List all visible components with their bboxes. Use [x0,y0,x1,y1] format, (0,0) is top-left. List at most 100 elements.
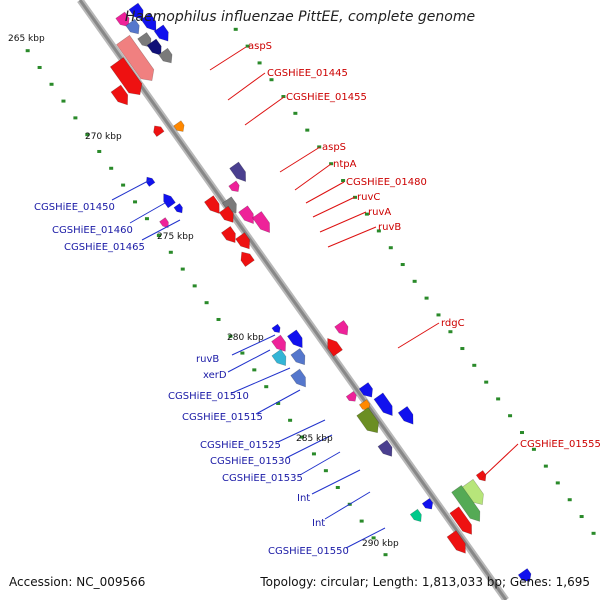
gene-arrow [271,348,287,367]
gene-arrow [125,18,140,35]
gc-dot [543,464,548,468]
gc-dot [412,279,417,283]
gene-label: CGSHiEE_01530 [210,456,291,467]
gene-arrow [475,470,487,482]
gene-arrow [373,392,393,417]
gene-arrow [158,47,173,64]
leader-line [129,202,166,224]
gene-label: ruvB [196,354,219,365]
gc-dot [400,263,405,267]
gene-label: ntpA [333,159,357,170]
gene-arrow [240,251,255,268]
gene-label: aspS [322,142,346,153]
gc-dot [359,519,364,523]
gc-dot [252,368,257,372]
leader-line [277,419,326,443]
map-title: Haemophilus influenzae PittEE, complete … [124,9,476,25]
gc-dot [240,351,245,355]
gene-label: ruvB [378,222,401,233]
gene-arrow [115,11,130,27]
gc-dot [388,246,393,250]
gene-label: ruvA [368,207,391,218]
gene-arrow [153,125,165,138]
gene-arrow [116,34,155,82]
gc-dot [73,116,78,120]
tick-label: 290 kbp [362,539,399,549]
gene-arrow [110,84,129,106]
gene-arrow [290,368,306,388]
gene-arrow [146,38,162,56]
gene-arrow [235,232,250,250]
gene-arrow [327,337,343,357]
leader-line [227,349,271,373]
gc-dot [288,418,293,422]
gene-arrow [334,319,349,336]
gene-arrow [218,205,234,223]
gene-arrow [345,390,357,402]
gc-dot [591,531,596,535]
accession-text: Accession: NC_009566 [9,575,146,589]
gene-arrow [163,193,176,209]
tick-label: 265 kbp [8,34,45,44]
gene-arrow [137,32,152,48]
gc-dot [168,250,173,254]
gene-arrow [451,484,481,522]
gc-dot [323,469,328,473]
gene-arrow [228,180,240,193]
gene-arrow [173,120,185,132]
leader-line [244,96,285,126]
gene-arrow [109,57,143,96]
tick-label: 270 kbp [85,132,122,142]
gc-dot [448,330,453,334]
gene-arrow [461,478,484,505]
gc-dot [264,385,269,389]
gene-arrow [409,508,422,522]
gc-dot [567,498,572,502]
gc-dot [121,183,126,187]
gc-dot [192,284,197,288]
gc-dot [376,229,381,233]
gene-arrow [449,506,472,535]
gene-arrow [290,348,306,366]
leader-line [231,367,291,394]
tick-label: 285 kbp [296,434,333,444]
gc-dot [472,363,477,367]
leader-line [319,211,367,233]
leader-line [324,491,371,520]
leader-line [231,334,276,356]
gc-dot [371,536,376,540]
gc-dot [245,44,250,48]
gc-dot [49,82,54,86]
gene-arrow [238,205,254,225]
gc-dot [460,347,465,351]
gene-arrow [252,211,270,234]
leader-line [285,434,333,459]
gene-arrow [128,2,144,20]
gc-dot [133,200,138,204]
leader-line [294,163,332,191]
gc-dot [531,447,536,451]
gene-label: CGSHiEE_01480 [346,177,427,188]
gene-arrow [421,497,434,510]
gene-label: CGSHiEE_01515 [182,412,263,423]
label-leader-lines [111,46,519,549]
gc-dot [281,95,286,99]
gene-label: CGSHiEE_01535 [222,473,303,484]
gc-dot [305,128,310,132]
gc-dot [311,452,316,456]
gene-arrow [146,176,156,187]
tick-label: 280 kbp [227,333,264,343]
gc-dot [276,401,281,405]
gene-label: rdgC [441,318,465,329]
gene-features [109,2,532,582]
gc-dot [37,65,42,69]
leader-line [111,179,151,201]
gc-dot [85,133,90,137]
leader-line [481,443,519,479]
gene-arrow [153,24,169,42]
gene-arrow [446,530,466,554]
gene-label: CGSHiEE_01445 [267,68,348,79]
genome-backbone-core [78,0,508,601]
gene-arrow [397,405,414,425]
